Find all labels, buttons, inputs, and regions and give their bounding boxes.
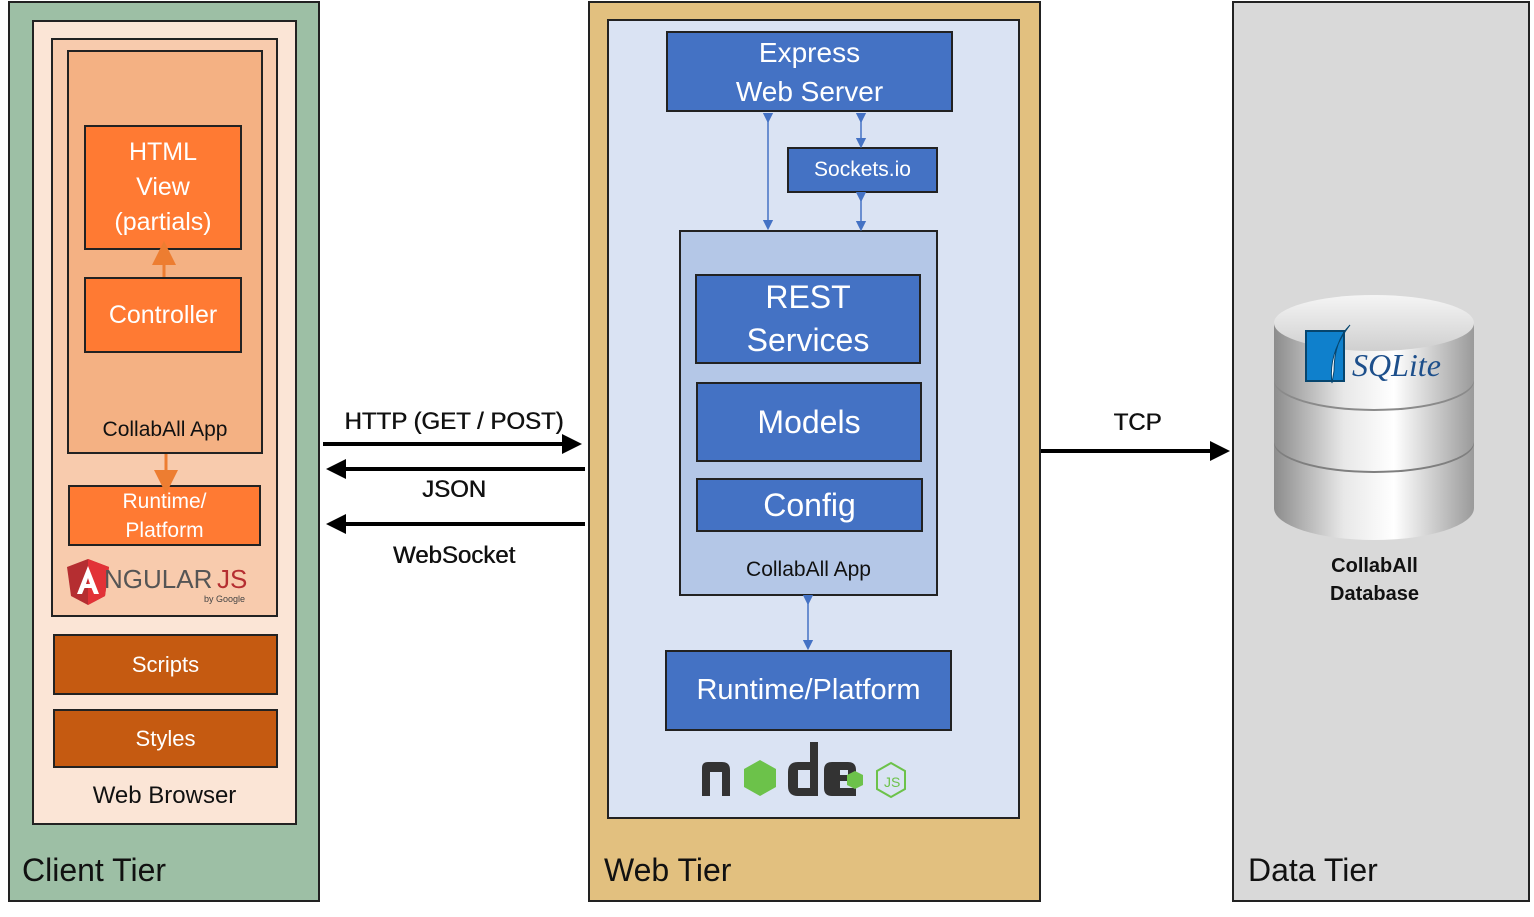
sqlite-feather-icon — [1305, 324, 1351, 384]
websocket-label: WebSocket — [392, 542, 516, 569]
html-view-line2: View — [136, 173, 190, 201]
database-label: CollabAll Database — [1232, 552, 1517, 608]
http-label: HTTP (GET / POST) — [344, 408, 564, 435]
rest-line2: Services — [746, 322, 870, 358]
rest-line1: REST — [765, 279, 851, 315]
html-view-line3: (partials) — [114, 208, 212, 236]
client-runtime-line1: Runtime/ — [122, 489, 207, 513]
data-tier-title: Data Tier — [1248, 852, 1378, 888]
styles-box: Styles — [53, 709, 278, 768]
client-runtime-line2: Platform — [125, 518, 204, 542]
models-box: Models — [696, 382, 922, 462]
express-line2: Web Server — [735, 75, 884, 107]
html-view-line1: HTML — [128, 138, 198, 166]
web-browser-label: Web Browser — [92, 782, 237, 809]
controller-box: Controller — [84, 277, 242, 353]
nodejs-logo-icon: JS — [702, 742, 906, 799]
web-app-label: CollabAll App — [746, 558, 871, 581]
angular-logo-text: NGULAR — [104, 564, 213, 594]
database-label-line2: Database — [1330, 583, 1419, 605]
sockets-io-box: Sockets.io — [787, 147, 938, 193]
angularjs-logo: NGULAR JS by Google — [66, 558, 256, 608]
nodejs-logo-js: JS — [884, 774, 900, 790]
express-line1: Express — [758, 36, 861, 68]
client-tier-title: Client Tier — [22, 852, 167, 888]
angular-shield-icon — [67, 559, 109, 605]
nodejs-logo: JS — [698, 738, 923, 802]
database-cylinder-icon — [1274, 295, 1474, 540]
angular-logo-by: by Google — [204, 594, 246, 604]
database-label-line1: CollabAll — [1331, 555, 1418, 577]
express-server-box: Express Web Server — [666, 31, 953, 112]
web-runtime-box: Runtime/Platform — [665, 650, 952, 731]
sqlite-logo-text: SQLite — [1352, 347, 1441, 383]
json-label: JSON — [421, 476, 486, 503]
config-box: Config — [696, 478, 923, 532]
client-runtime-box: Runtime/ Platform — [68, 485, 261, 546]
angular-logo-js: JS — [217, 564, 248, 594]
client-app-label: CollabAll App — [102, 418, 228, 441]
database-icon: SQLite — [1270, 293, 1478, 543]
rest-services-box: REST Services — [695, 274, 921, 364]
scripts-box: Scripts — [53, 634, 278, 695]
web-tier-title: Web Tier — [604, 852, 732, 888]
tcp-label: TCP — [1113, 409, 1162, 436]
